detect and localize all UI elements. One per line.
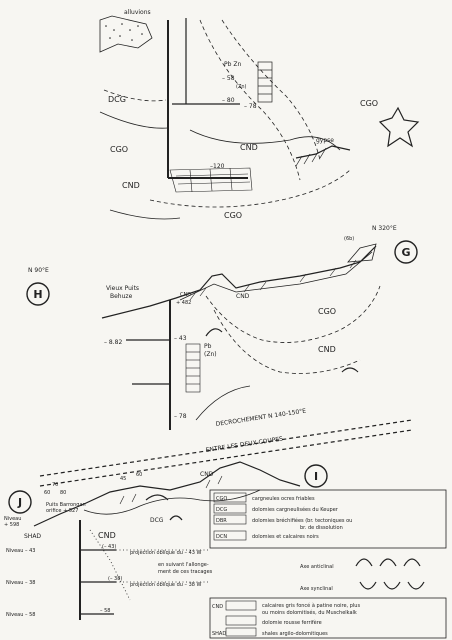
legend: CGO DCG DBR DCN cargneules ocres friable…: [209, 489, 447, 639]
bearing-g: N 320°E: [372, 225, 397, 232]
cgo-label-left: CGO: [110, 145, 128, 154]
svg-text:H: H: [33, 288, 42, 301]
legend-code-shad: SHAD: [212, 631, 226, 637]
badge-j: J: [8, 490, 32, 514]
niveau-38: Niveau – 38: [6, 580, 35, 586]
star-outcrop: [378, 106, 420, 148]
allong-1: en suivant l'allonge-: [158, 562, 209, 568]
vieux-puits-label: Vieux Puits: [106, 285, 139, 292]
puits-barrongan-label: Puits Barrongan: [46, 502, 86, 508]
proj-43: projection oblique du – 43 W: [130, 550, 202, 556]
svg-text:J: J: [17, 496, 22, 509]
label-6b: (6b): [344, 236, 354, 242]
cgo-label-bottom: CGO: [224, 211, 242, 220]
brick-zone-bottom: [169, 167, 253, 193]
fault-band: DECROCHEMENT N 140-150°E ENTRE LES DEUX …: [39, 408, 413, 487]
badge-h: H: [26, 282, 50, 306]
legend-anticline: Axe anticlinal: [300, 564, 334, 570]
cnd-label-center: CND: [240, 143, 258, 152]
niveau-58: Niveau – 58: [6, 612, 35, 618]
level-80-top: – 80: [222, 97, 235, 104]
svg-text:G: G: [401, 246, 410, 259]
alluvium-texture: [105, 23, 143, 41]
cnd-label-j: CND: [98, 531, 116, 540]
legend-code-dcg: DCG: [216, 507, 227, 513]
niveau-43: Niveau – 43: [6, 548, 35, 554]
pbzn-label-top: Pb Zn: [224, 61, 241, 68]
dip-80: 80: [60, 490, 66, 496]
legend-text-cnd: calcaires gris foncé à patine noire, plu…: [262, 602, 360, 609]
bearing-h: N 90°E: [28, 267, 49, 274]
niveau-top: Niveau: [4, 516, 21, 522]
cnd-label-h: CND: [318, 345, 336, 354]
zn-label-h: (Zn): [204, 351, 217, 358]
v58: – 58: [100, 608, 110, 614]
legend-text-dbr: dolomies bréchifiées (br. tectoniques ou: [252, 517, 352, 524]
cnd-label-mid: CND: [200, 471, 214, 478]
anticline-symbols: [355, 558, 421, 567]
shad-label-j: SHAD: [24, 533, 41, 540]
legend-text-shad: shales argilo-dolomitiques: [262, 631, 328, 637]
legend-swatches: [213, 492, 247, 541]
dip-45: 45: [120, 476, 126, 482]
elev-482: + 482: [176, 300, 191, 306]
cnd-label-g: CND: [236, 293, 250, 300]
cnd-elev-label: CND: [180, 292, 191, 298]
proj-38: projection oblique du – 38 W: [130, 582, 202, 588]
level-78-h: – 78: [174, 413, 187, 420]
level-120-top: –120: [210, 163, 225, 170]
v43: (– 43): [102, 544, 116, 550]
zn-label-top: (Zn): [236, 84, 247, 90]
fault-title: DECROCHEMENT N 140-150°E: [215, 408, 307, 428]
alluvions-label: alluvions: [124, 9, 151, 16]
legend-code-dbr: DBR: [216, 518, 227, 524]
level-78-top: – 78: [244, 103, 257, 110]
legend-text-cgo: cargneules ocres friables: [252, 496, 315, 502]
brick-zone-top: [257, 61, 273, 103]
dcg-label-j: DCG: [150, 517, 164, 524]
cgo-label-right: CGO: [360, 99, 378, 108]
top-plan-section: alluvions: [99, 9, 420, 220]
gypse-label: gypse: [316, 137, 334, 144]
level-43-h: – 43: [174, 335, 187, 342]
badge-g: G: [394, 240, 418, 264]
orifice-label: orifice + 527: [46, 508, 78, 514]
behuze-label: Behuze: [110, 293, 133, 300]
brick-column-h: [185, 343, 201, 393]
surface-profile-h: [101, 245, 377, 319]
legend-code-cnd: CND: [212, 604, 223, 610]
niveau-top-elev: + 598: [4, 522, 19, 528]
dcg-label-top: DCG: [108, 95, 126, 104]
badge-i: I: [304, 464, 328, 488]
dip-70: 70: [52, 482, 58, 488]
pb-label-h: Pb: [204, 343, 212, 350]
cnd-label-left: CND: [122, 181, 140, 190]
legend-text-dolomie: dolomie rousse ferrifère: [262, 619, 322, 626]
v38: (– 38): [108, 576, 122, 582]
surface-profile-j: [33, 461, 301, 527]
level-82-h: – 8.82: [104, 339, 122, 346]
dip-60a: 60: [44, 490, 50, 496]
dip-60b: 60: [136, 472, 142, 478]
legend-syncline: Axe synclinal: [300, 586, 333, 592]
legend-text-cnd2: ou moins dolomitisés, du Muschelkalk: [262, 609, 357, 616]
legend-text-dcn: dolomies et calcaires noirs: [252, 534, 319, 540]
allong-2: ment de ces tracages: [158, 569, 213, 575]
legend-code-dcn: DCN: [216, 534, 227, 540]
bottom-swatches: [225, 600, 257, 637]
svg-text:I: I: [314, 470, 318, 483]
level-58-top: – 58: [222, 75, 235, 82]
section-hg: H N 90°E G N 320°E: [26, 225, 418, 430]
gypse-hatch: [295, 147, 327, 167]
syncline-symbols: [359, 581, 425, 590]
legend-text-dcg: dolomies cargneulisées du Keuper: [252, 506, 339, 513]
legend-text-dbr2: br. de dissolution: [300, 525, 343, 531]
legend-code-cgo: CGO: [216, 496, 227, 502]
cgo-label-h: CGO: [318, 307, 336, 316]
section-ji: J I 60 70 80 45 60 Puits Barrongan orifi: [4, 461, 328, 620]
